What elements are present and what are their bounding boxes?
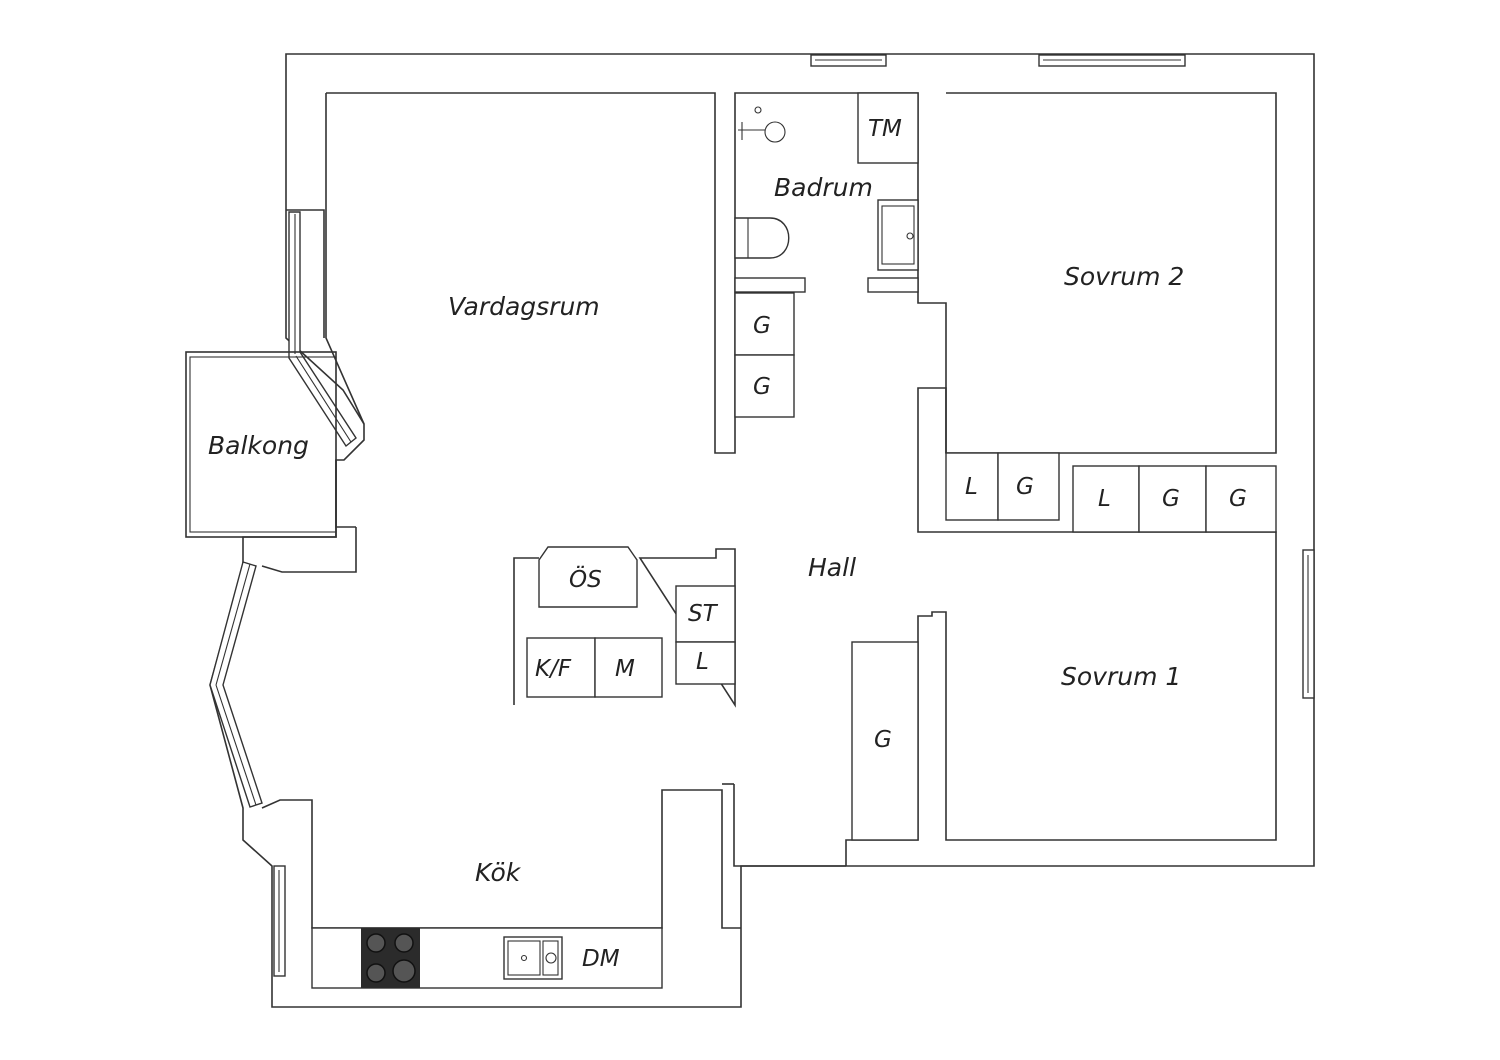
room-label-badrum: Badrum [774,173,873,202]
label-wardrobe-g: G [1162,486,1180,512]
room-label-sovrum-2: Sovrum 2 [1064,262,1184,291]
label-wardrobe-g: G [753,374,771,400]
label-wardrobe-g: G [874,727,892,753]
label-st: ST [688,601,719,627]
wardrobes-bath [734,292,795,418]
label-m: M [615,656,635,682]
label-wardrobe-g: G [753,313,771,339]
label-wardrobe-g: G [1229,486,1247,512]
room-label-sovrum-1: Sovrum 1 [1061,662,1181,691]
kitchen-counter [311,927,663,989]
label-closet-l: L [965,474,978,500]
room-label-balkong: Balkong [208,431,309,460]
label-closet-l: L [696,649,709,675]
label-os: ÖS [569,565,602,593]
closets-bedrooms [851,452,1277,841]
label-closet-l: L [1098,486,1111,512]
windows [209,54,1315,977]
label-dm: DM [582,946,620,972]
utility-block [513,546,736,708]
label-kf: K/F [535,656,572,682]
room-label-hall: Hall [808,553,856,582]
label-tm: TM [868,116,902,142]
room-label-vardagsrum: Vardagsrum [448,292,600,321]
label-wardrobe-g: G [1016,474,1034,500]
bathroom-fixtures [734,92,919,293]
balcony [185,351,337,538]
room-label-kok: Kök [475,858,522,887]
